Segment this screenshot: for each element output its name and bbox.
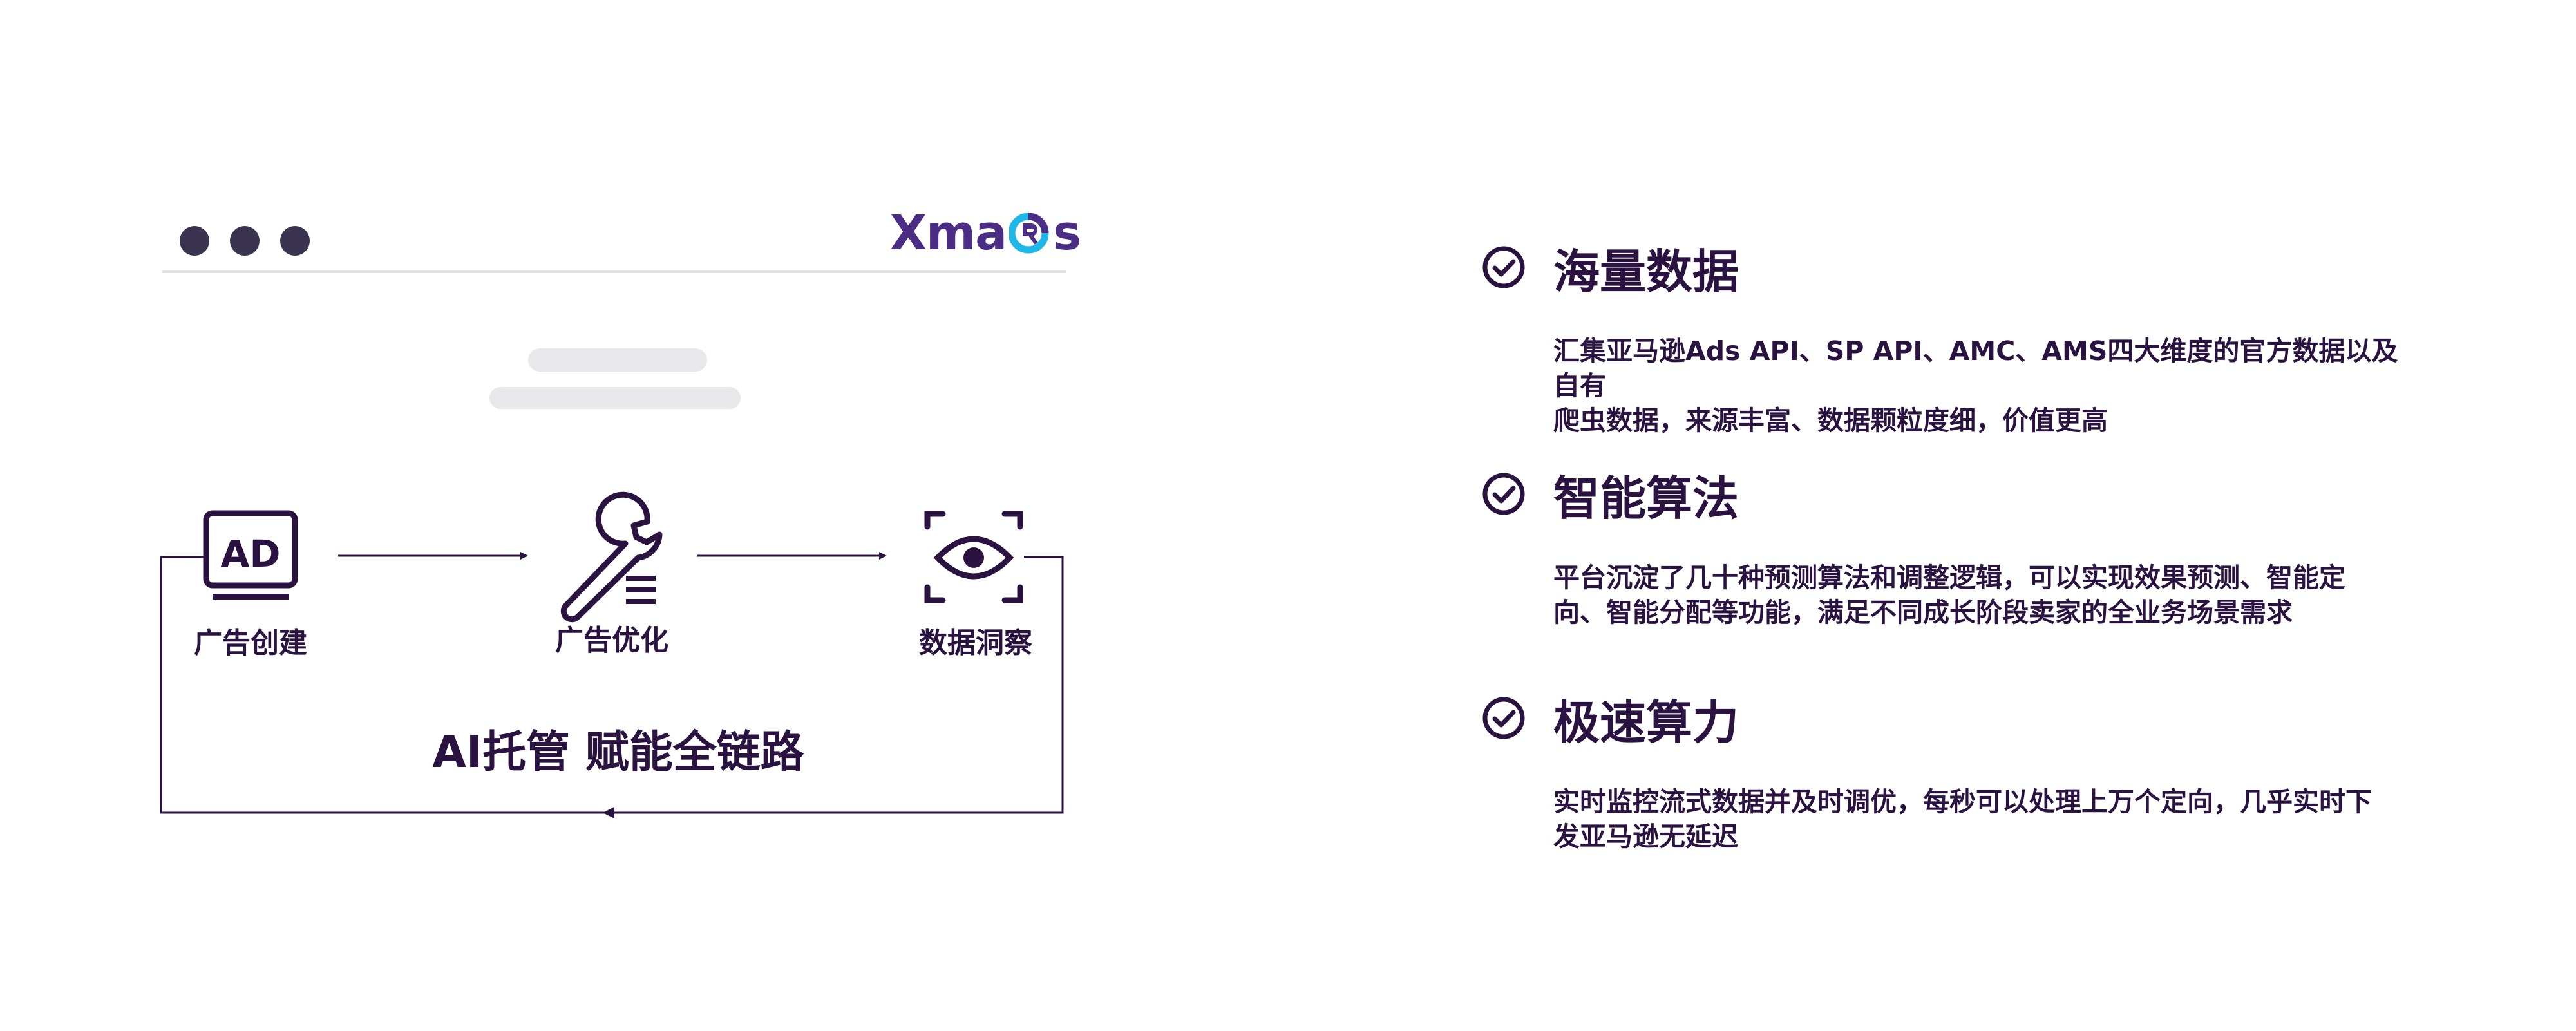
svg-text:AD: AD: [220, 532, 280, 576]
feature-item: 智能算法 平台沉淀了几十种预测算法和调整逻辑，可以实现效果预测、智能定 向、智能…: [1481, 465, 2473, 630]
placeholder-line: [489, 387, 741, 409]
window-controls: [180, 226, 310, 256]
feature-header: 极速算力: [1481, 689, 2473, 750]
brand-logo-text-right: s: [1053, 205, 1081, 261]
check-circle-icon: [1482, 246, 1525, 288]
feature-description: 实时监控流式数据并及时调优，每秒可以处理上万个定向，几乎实时下 发亚马逊无延迟: [1553, 784, 2410, 854]
feature-item: 海量数据 汇集亚马逊Ads API、SP API、AMC、AMS四大维度的官方数…: [1481, 238, 2473, 438]
check-circle-icon: [1482, 697, 1525, 739]
feature-description-line: 发亚马逊无延迟: [1553, 821, 1738, 852]
feature-description: 汇集亚马逊Ads API、SP API、AMC、AMS四大维度的官方数据以及自有…: [1553, 334, 2410, 438]
window-header-divider: [162, 270, 1066, 273]
feature-title: 极速算力: [1553, 695, 1739, 750]
ad-monitor-icon: AD: [203, 510, 298, 600]
feature-description-line: 平台沉淀了几十种预测算法和调整逻辑，可以实现效果预测、智能定: [1553, 562, 2345, 593]
step-label-create: 广告创建: [194, 627, 307, 659]
loop-title: AI托管 赋能全链路: [432, 727, 804, 778]
step-label-insight: 数据洞察: [919, 627, 1032, 659]
window-dot-icon: [230, 226, 260, 256]
feature-title: 海量数据: [1553, 244, 1739, 299]
brand-logo: Xma s: [890, 209, 1081, 257]
check-circle-icon: [1482, 473, 1525, 515]
placeholder-line: [528, 348, 707, 372]
feature-title: 智能算法: [1553, 471, 1739, 525]
feature-description-line: 汇集亚马逊Ads API、SP API、AMC、AMS四大维度的官方数据以及自有: [1553, 336, 2398, 401]
brand-logo-text-left: Xma: [890, 205, 1007, 261]
feature-header: 海量数据: [1481, 238, 2473, 299]
feature-header: 智能算法: [1481, 465, 2473, 525]
feature-item: 极速算力 实时监控流式数据并及时调优，每秒可以处理上万个定向，几乎实时下 发亚马…: [1481, 689, 2473, 854]
feature-description-line: 爬虫数据，来源丰富、数据颗粒度细，价值更高: [1553, 405, 2108, 436]
feature-description: 平台沉淀了几十种预测算法和调整逻辑，可以实现效果预测、智能定 向、智能分配等功能…: [1553, 560, 2410, 630]
window-dot-icon: [280, 226, 310, 256]
eye-scan-icon: [924, 511, 1023, 603]
window-dot-icon: [180, 226, 209, 256]
step-label-optimize: 广告优化: [555, 624, 668, 657]
logo-mark-icon: [1009, 213, 1049, 254]
feature-description-line: 实时监控流式数据并及时调优，每秒可以处理上万个定向，几乎实时下: [1553, 786, 2372, 817]
wrench-settings-icon: [560, 491, 663, 623]
feature-description-line: 向、智能分配等功能，满足不同成长阶段卖家的全业务场景需求: [1553, 597, 2293, 628]
